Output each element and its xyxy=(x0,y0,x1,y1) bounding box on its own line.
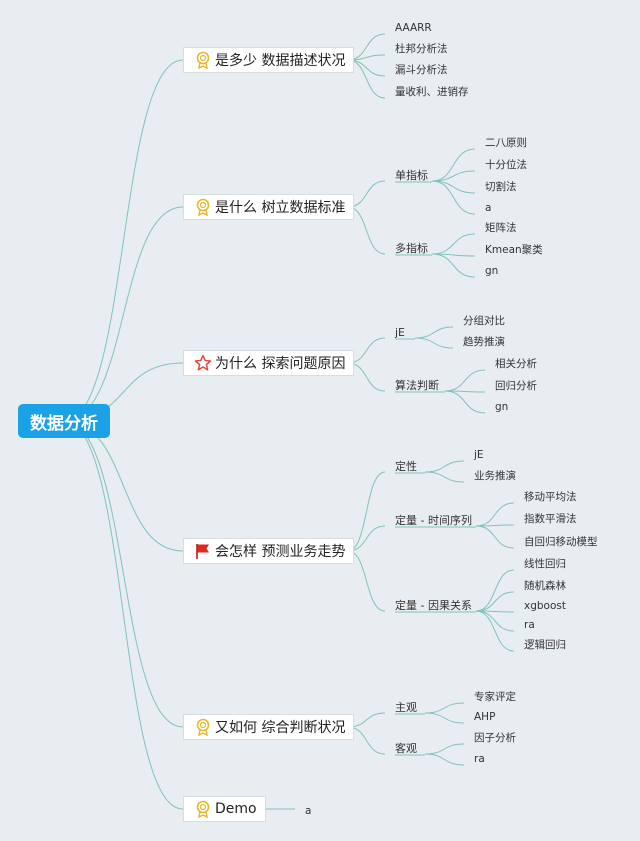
connector-line xyxy=(475,591,515,612)
connector-line xyxy=(63,420,184,810)
connector-line xyxy=(475,502,515,527)
leaf-node[interactable]: 量收利、进销存 xyxy=(395,86,469,98)
connector-line xyxy=(431,253,476,278)
branch-node-demo[interactable]: Demo xyxy=(183,796,266,822)
branch-label: 会怎样 预测业务走势 xyxy=(215,544,346,560)
connector-line xyxy=(424,471,465,483)
sub-node[interactable]: 单指标 xyxy=(395,169,428,182)
connector-line xyxy=(444,369,486,392)
leaf-node[interactable]: 漏斗分析法 xyxy=(395,64,448,76)
star-icon xyxy=(194,354,212,372)
ribbon-icon xyxy=(194,198,212,217)
connector-line xyxy=(475,525,515,549)
leaf-node[interactable]: gn xyxy=(485,265,499,277)
branch-label: 是多少 数据描述状况 xyxy=(215,53,346,69)
connector-line xyxy=(424,702,465,714)
branch-label: 又如何 综合判断状况 xyxy=(215,720,346,736)
connector-line xyxy=(431,170,476,182)
connector-line xyxy=(63,420,184,728)
connector-line xyxy=(424,743,465,755)
branch-label: Demo xyxy=(215,801,257,817)
connector-line xyxy=(431,233,476,255)
connector-line xyxy=(475,610,515,632)
connector-line xyxy=(475,569,515,612)
branch-node-how-many[interactable]: 是多少 数据描述状况 xyxy=(183,47,355,73)
connector-line xyxy=(431,180,476,215)
leaf-node[interactable]: 杜邦分析法 xyxy=(395,43,448,55)
leaf-node[interactable]: AHP xyxy=(474,711,496,723)
leaf-node[interactable]: ra xyxy=(524,619,535,631)
leaf-node[interactable]: 逻辑回归 xyxy=(524,639,566,651)
leaf-node[interactable]: 十分位法 xyxy=(485,159,527,171)
connector-line xyxy=(444,390,486,414)
leaf-node[interactable]: gn xyxy=(495,401,509,413)
leaf-node[interactable]: 矩阵法 xyxy=(485,222,517,234)
sub-node[interactable]: 多指标 xyxy=(395,242,428,255)
leaf-node[interactable]: 二八原则 xyxy=(485,137,527,149)
branch-node-what[interactable]: 是什么 树立数据标准 xyxy=(183,194,355,220)
connector-line xyxy=(63,420,184,552)
leaf-node[interactable]: 业务推演 xyxy=(474,470,516,482)
sub-node[interactable]: 主观 xyxy=(395,701,417,714)
ribbon-icon xyxy=(194,718,212,737)
sub-node[interactable]: jE xyxy=(395,326,406,339)
connector-line xyxy=(424,460,465,473)
sub-node[interactable]: 定性 xyxy=(395,460,417,473)
leaf-node[interactable]: xgboost xyxy=(524,600,566,612)
leaf-node[interactable]: 专家评定 xyxy=(474,691,516,703)
leaf-node[interactable]: a xyxy=(305,805,312,817)
leaf-node[interactable]: 切割法 xyxy=(485,181,517,193)
leaf-node[interactable]: 分组对比 xyxy=(463,315,505,327)
connector-line xyxy=(475,610,515,652)
sub-node[interactable]: 定量 - 时间序列 xyxy=(395,514,472,527)
ribbon-icon xyxy=(194,800,212,819)
leaf-node[interactable]: 指数平滑法 xyxy=(524,513,577,525)
sub-node[interactable]: 算法判断 xyxy=(395,379,439,392)
leaf-node[interactable]: AAARR xyxy=(395,22,432,34)
root-node[interactable]: 数据分析 xyxy=(18,404,110,438)
leaf-node[interactable]: 回归分析 xyxy=(495,380,537,392)
leaf-node[interactable]: 自回归移动模型 xyxy=(524,536,598,548)
branch-label: 为什么 探索问题原因 xyxy=(215,356,346,372)
ribbon-icon xyxy=(194,51,212,70)
branch-node-judge[interactable]: 又如何 综合判断状况 xyxy=(183,714,355,740)
branch-label: 是什么 树立数据标准 xyxy=(215,200,346,216)
leaf-node[interactable]: 趋势推演 xyxy=(463,336,505,348)
leaf-node[interactable]: ra xyxy=(474,753,485,765)
root-label: 数据分析 xyxy=(30,413,98,434)
leaf-node[interactable]: 随机森林 xyxy=(524,580,566,592)
connector-line xyxy=(424,753,465,766)
sub-node[interactable]: 客观 xyxy=(395,742,417,755)
connector-line xyxy=(414,337,454,349)
leaf-node[interactable]: Kmean聚类 xyxy=(485,244,543,256)
connector-line xyxy=(63,59,184,422)
connector-line xyxy=(431,180,476,194)
leaf-node[interactable]: 线性回归 xyxy=(524,558,566,570)
sub-node[interactable]: 定量 - 因果关系 xyxy=(395,599,472,612)
flag-icon xyxy=(194,542,212,560)
leaf-node[interactable]: jE xyxy=(474,449,484,461)
connector-line xyxy=(424,712,465,724)
leaf-node[interactable]: 因子分析 xyxy=(474,732,516,744)
leaf-node[interactable]: a xyxy=(485,202,492,214)
leaf-node[interactable]: 移动平均法 xyxy=(524,491,577,503)
leaf-node[interactable]: 相关分析 xyxy=(495,358,537,370)
connector-line xyxy=(431,148,476,182)
connector-line xyxy=(414,326,454,339)
branch-node-why[interactable]: 为什么 探索问题原因 xyxy=(183,350,355,376)
branch-node-forecast[interactable]: 会怎样 预测业务走势 xyxy=(183,538,355,564)
